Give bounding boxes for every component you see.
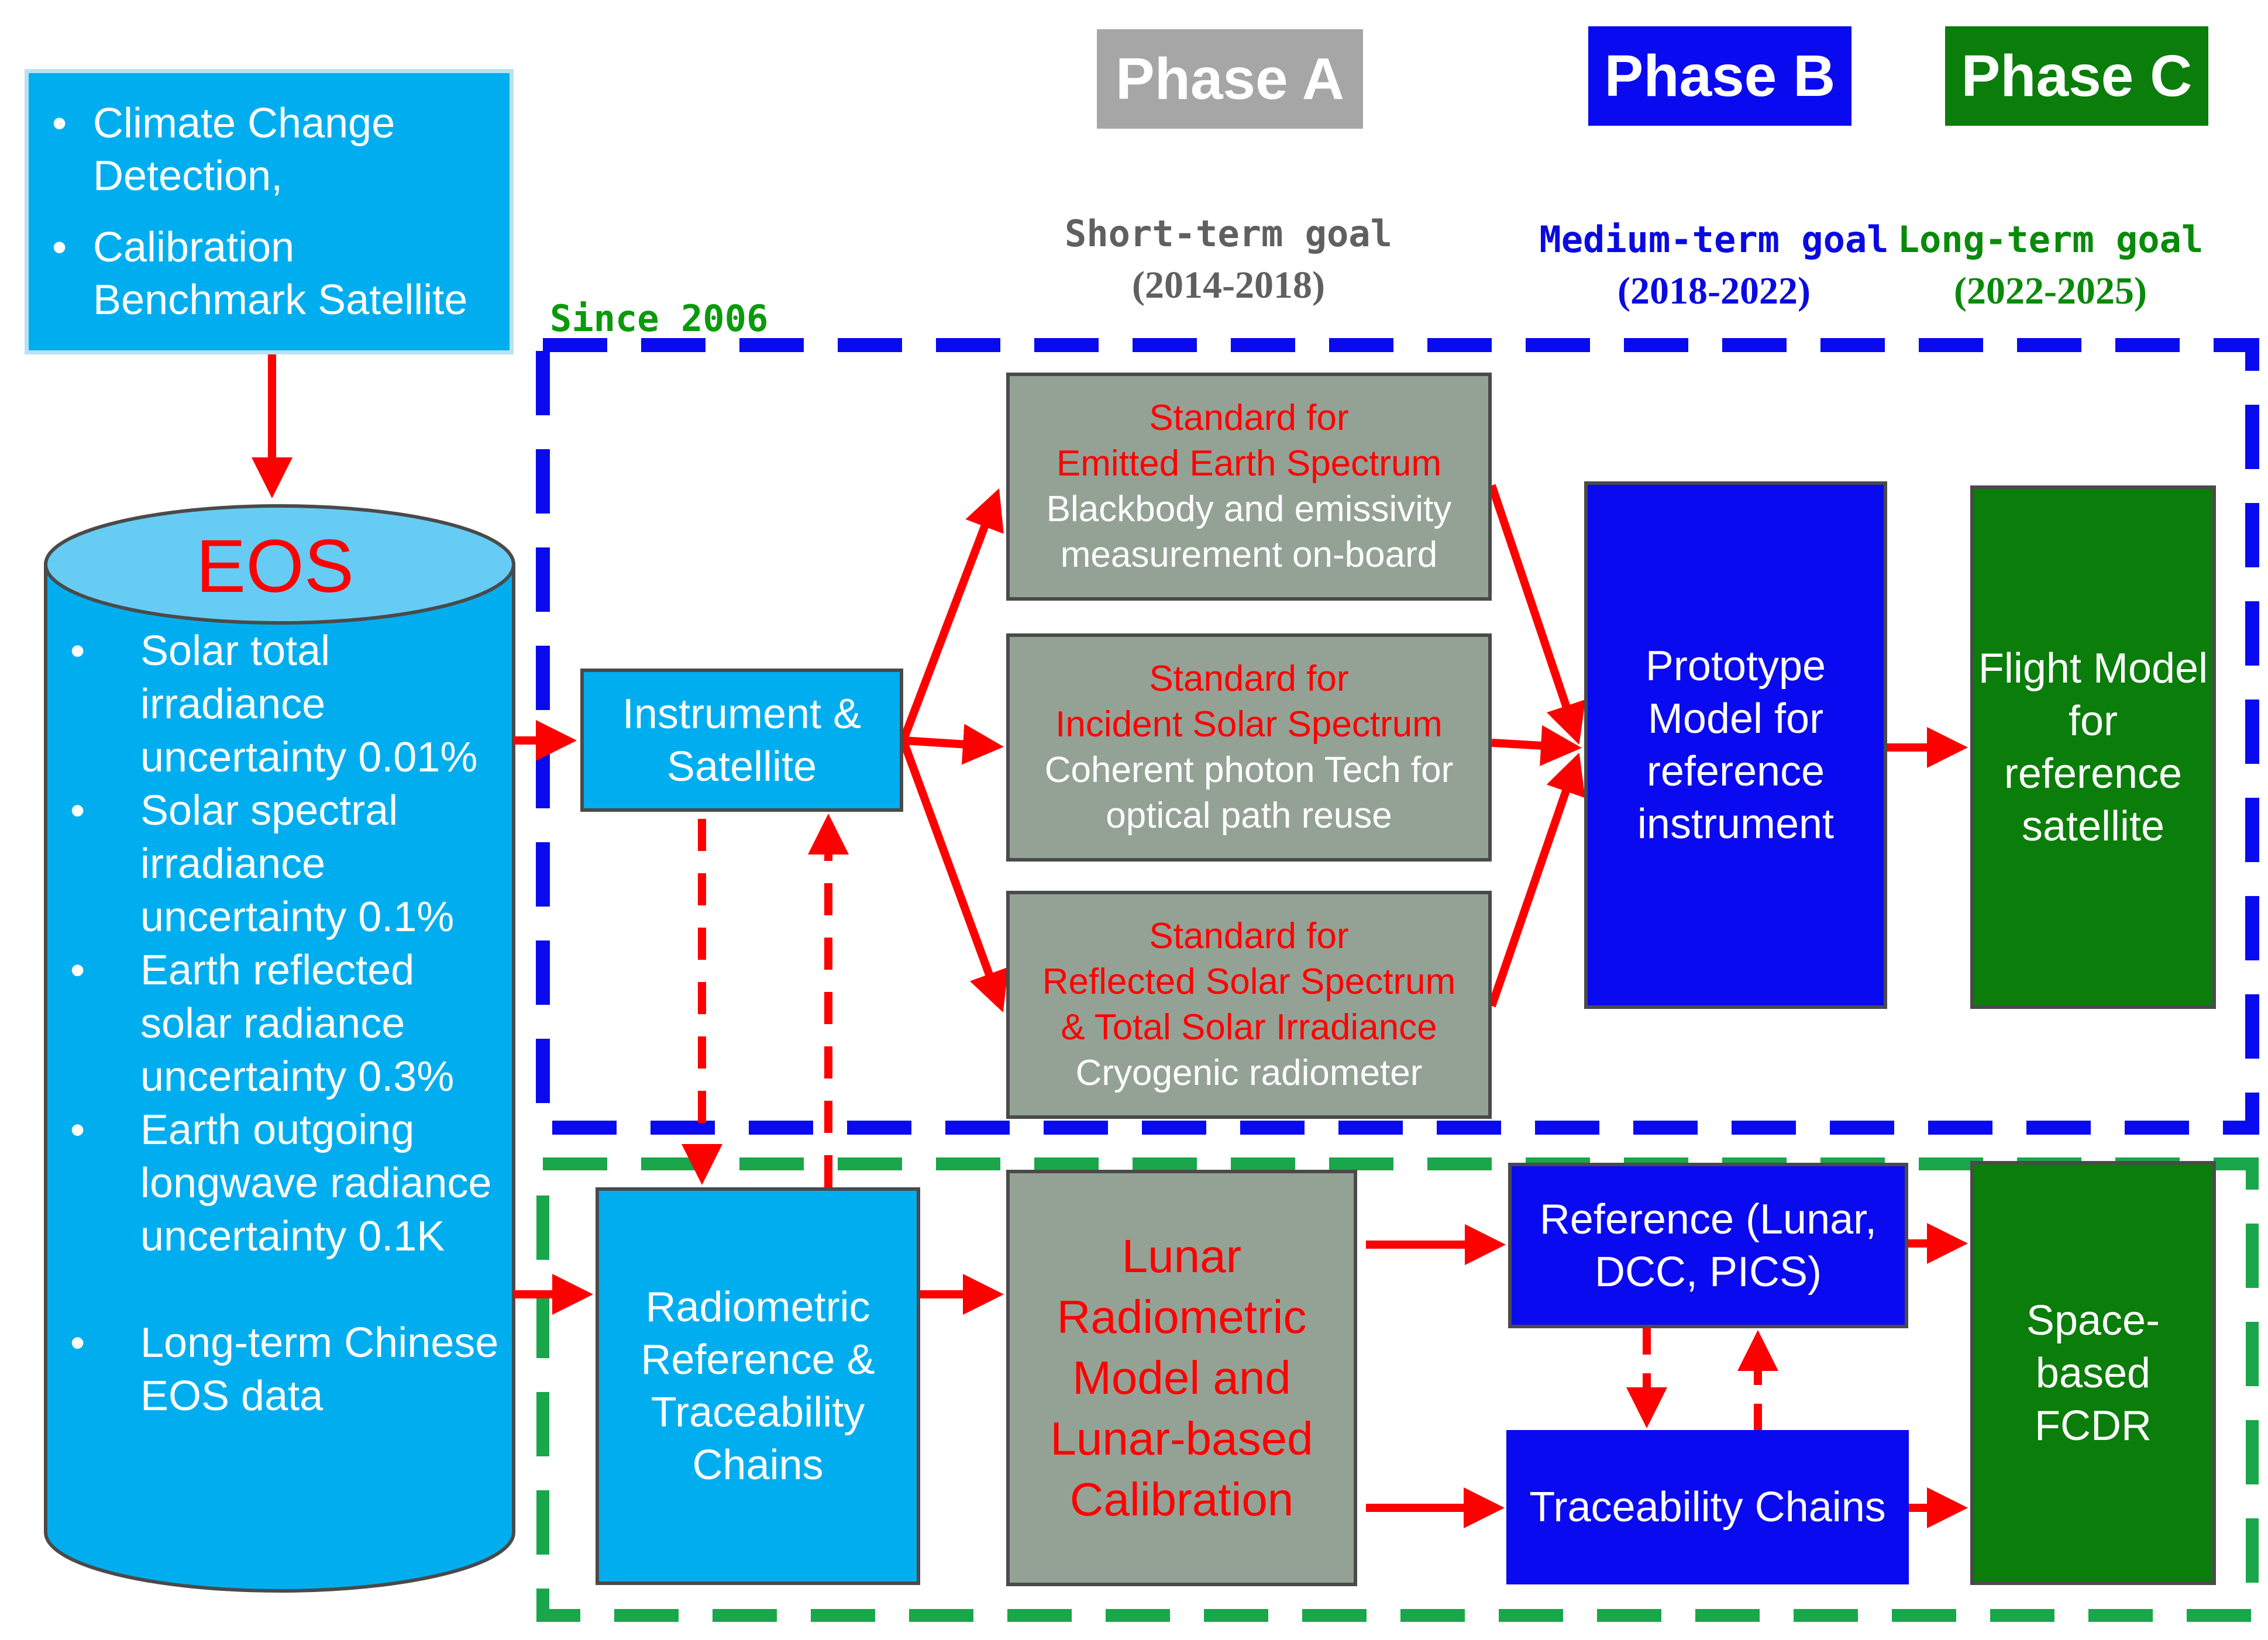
eos-cylinder-top [44, 504, 515, 625]
standard-incident-solar-box: Standard for Incident Solar Spectrum Coh… [1006, 633, 1492, 862]
eos-requirement-item: Earth outgoing longwave radiance uncerta… [70, 1104, 503, 1263]
space-based-fcdr-box: Space-based FCDR [1970, 1161, 2216, 1585]
standard-box-title: Standard for [1149, 659, 1349, 699]
standard-box-method: Cryogenic radiometer [1075, 1053, 1423, 1093]
arrow-instrument-to-std2 [903, 723, 1004, 765]
arrow-std1-to-prototype [1488, 484, 1586, 745]
standard-box-title: Standard for [1149, 916, 1349, 956]
short-term-goal-years: (2014-2018) [1132, 264, 1325, 306]
long-term-goal-years: (2022-2025) [1954, 270, 2147, 312]
medium-term-goal-label: Medium-term goal [1539, 218, 1889, 261]
prototype-model-box: Prototype Model for reference instrument [1584, 481, 1887, 1009]
eos-requirement-item: Long-term Chinese EOS data [70, 1317, 503, 1423]
standard-box-method: Blackbody and emissivity [1046, 489, 1452, 529]
phase-c-label: Phase C [1945, 26, 2208, 126]
medium-term-goal: Medium-term goal (2018-2022) [1515, 214, 1913, 317]
phase-a-label: Phase A [1097, 29, 1363, 129]
climate-goal-item: Climate Change Detection, [52, 97, 510, 202]
climate-goals-list: Climate Change Detection, Calibration Be… [52, 97, 510, 326]
medium-term-goal-years: (2018-2022) [1617, 270, 1811, 312]
climate-goals-box: Climate Change Detection, Calibration Be… [25, 69, 514, 354]
eos-title: EOS [195, 525, 355, 608]
long-term-goal: Long-term goal (2022-2025) [1872, 214, 2229, 317]
standard-box-method: optical path reuse [1106, 795, 1392, 836]
standard-box-title: Incident Solar Spectrum [1055, 704, 1443, 745]
arrow-std3-to-prototype [1488, 752, 1585, 1008]
phase-b-label: Phase B [1588, 26, 1851, 126]
eos-requirements-list: Solar total irradiance uncertainty 0.01%… [70, 625, 503, 1423]
phase-region-short-term [536, 338, 2259, 1135]
standard-box-method: Coherent photon Tech for [1044, 750, 1454, 790]
short-term-goal-label: Short-term goal [1065, 212, 1392, 255]
standard-box-method: measurement on-board [1060, 535, 1438, 575]
eos-requirement-item: Solar total irradiance uncertainty 0.01% [70, 625, 503, 784]
traceability-chains-box: Traceability Chains [1506, 1430, 1909, 1584]
radiometric-reference-box: Radiometric Reference & Traceability Cha… [596, 1187, 920, 1585]
arrow-instrument-to-std1 [899, 488, 1004, 742]
short-term-goal: Short-term goal (2014-2018) [1035, 208, 1422, 311]
standard-box-title: Standard for [1149, 398, 1349, 438]
climate-goal-item: Calibration Benchmark Satellite [52, 221, 510, 326]
since-label: Since 2006 [550, 297, 769, 340]
instrument-satellite-box: Instrument & Satellite [580, 669, 903, 812]
eos-requirement-item: Solar spectral irradiance uncertainty 0.… [70, 784, 503, 944]
standard-box-title: Reflected Solar Spectrum [1042, 962, 1456, 1002]
standard-emitted-earth-box: Standard for Emitted Earth Spectrum Blac… [1006, 373, 1492, 601]
flight-model-box: Flight Model for reference satellite [1970, 485, 2216, 1009]
arrow-instrument-to-std3 [899, 739, 1009, 1013]
reference-box: Reference (Lunar, DCC, PICS) [1508, 1163, 1908, 1328]
standard-box-title: Emitted Earth Spectrum [1056, 443, 1442, 484]
standard-reflected-solar-box: Standard for Reflected Solar Spectrum & … [1006, 891, 1492, 1119]
eos-requirement-item: Earth reflected solar radiance uncertain… [70, 944, 503, 1104]
standard-box-title: & Total Solar Irradiance [1061, 1007, 1437, 1048]
arrow-std2-to-prototype [1491, 725, 1582, 766]
long-term-goal-label: Long-term goal [1897, 218, 2204, 261]
lunar-calibration-box: Lunar Radiometric Model and Lunar-based … [1006, 1170, 1357, 1586]
